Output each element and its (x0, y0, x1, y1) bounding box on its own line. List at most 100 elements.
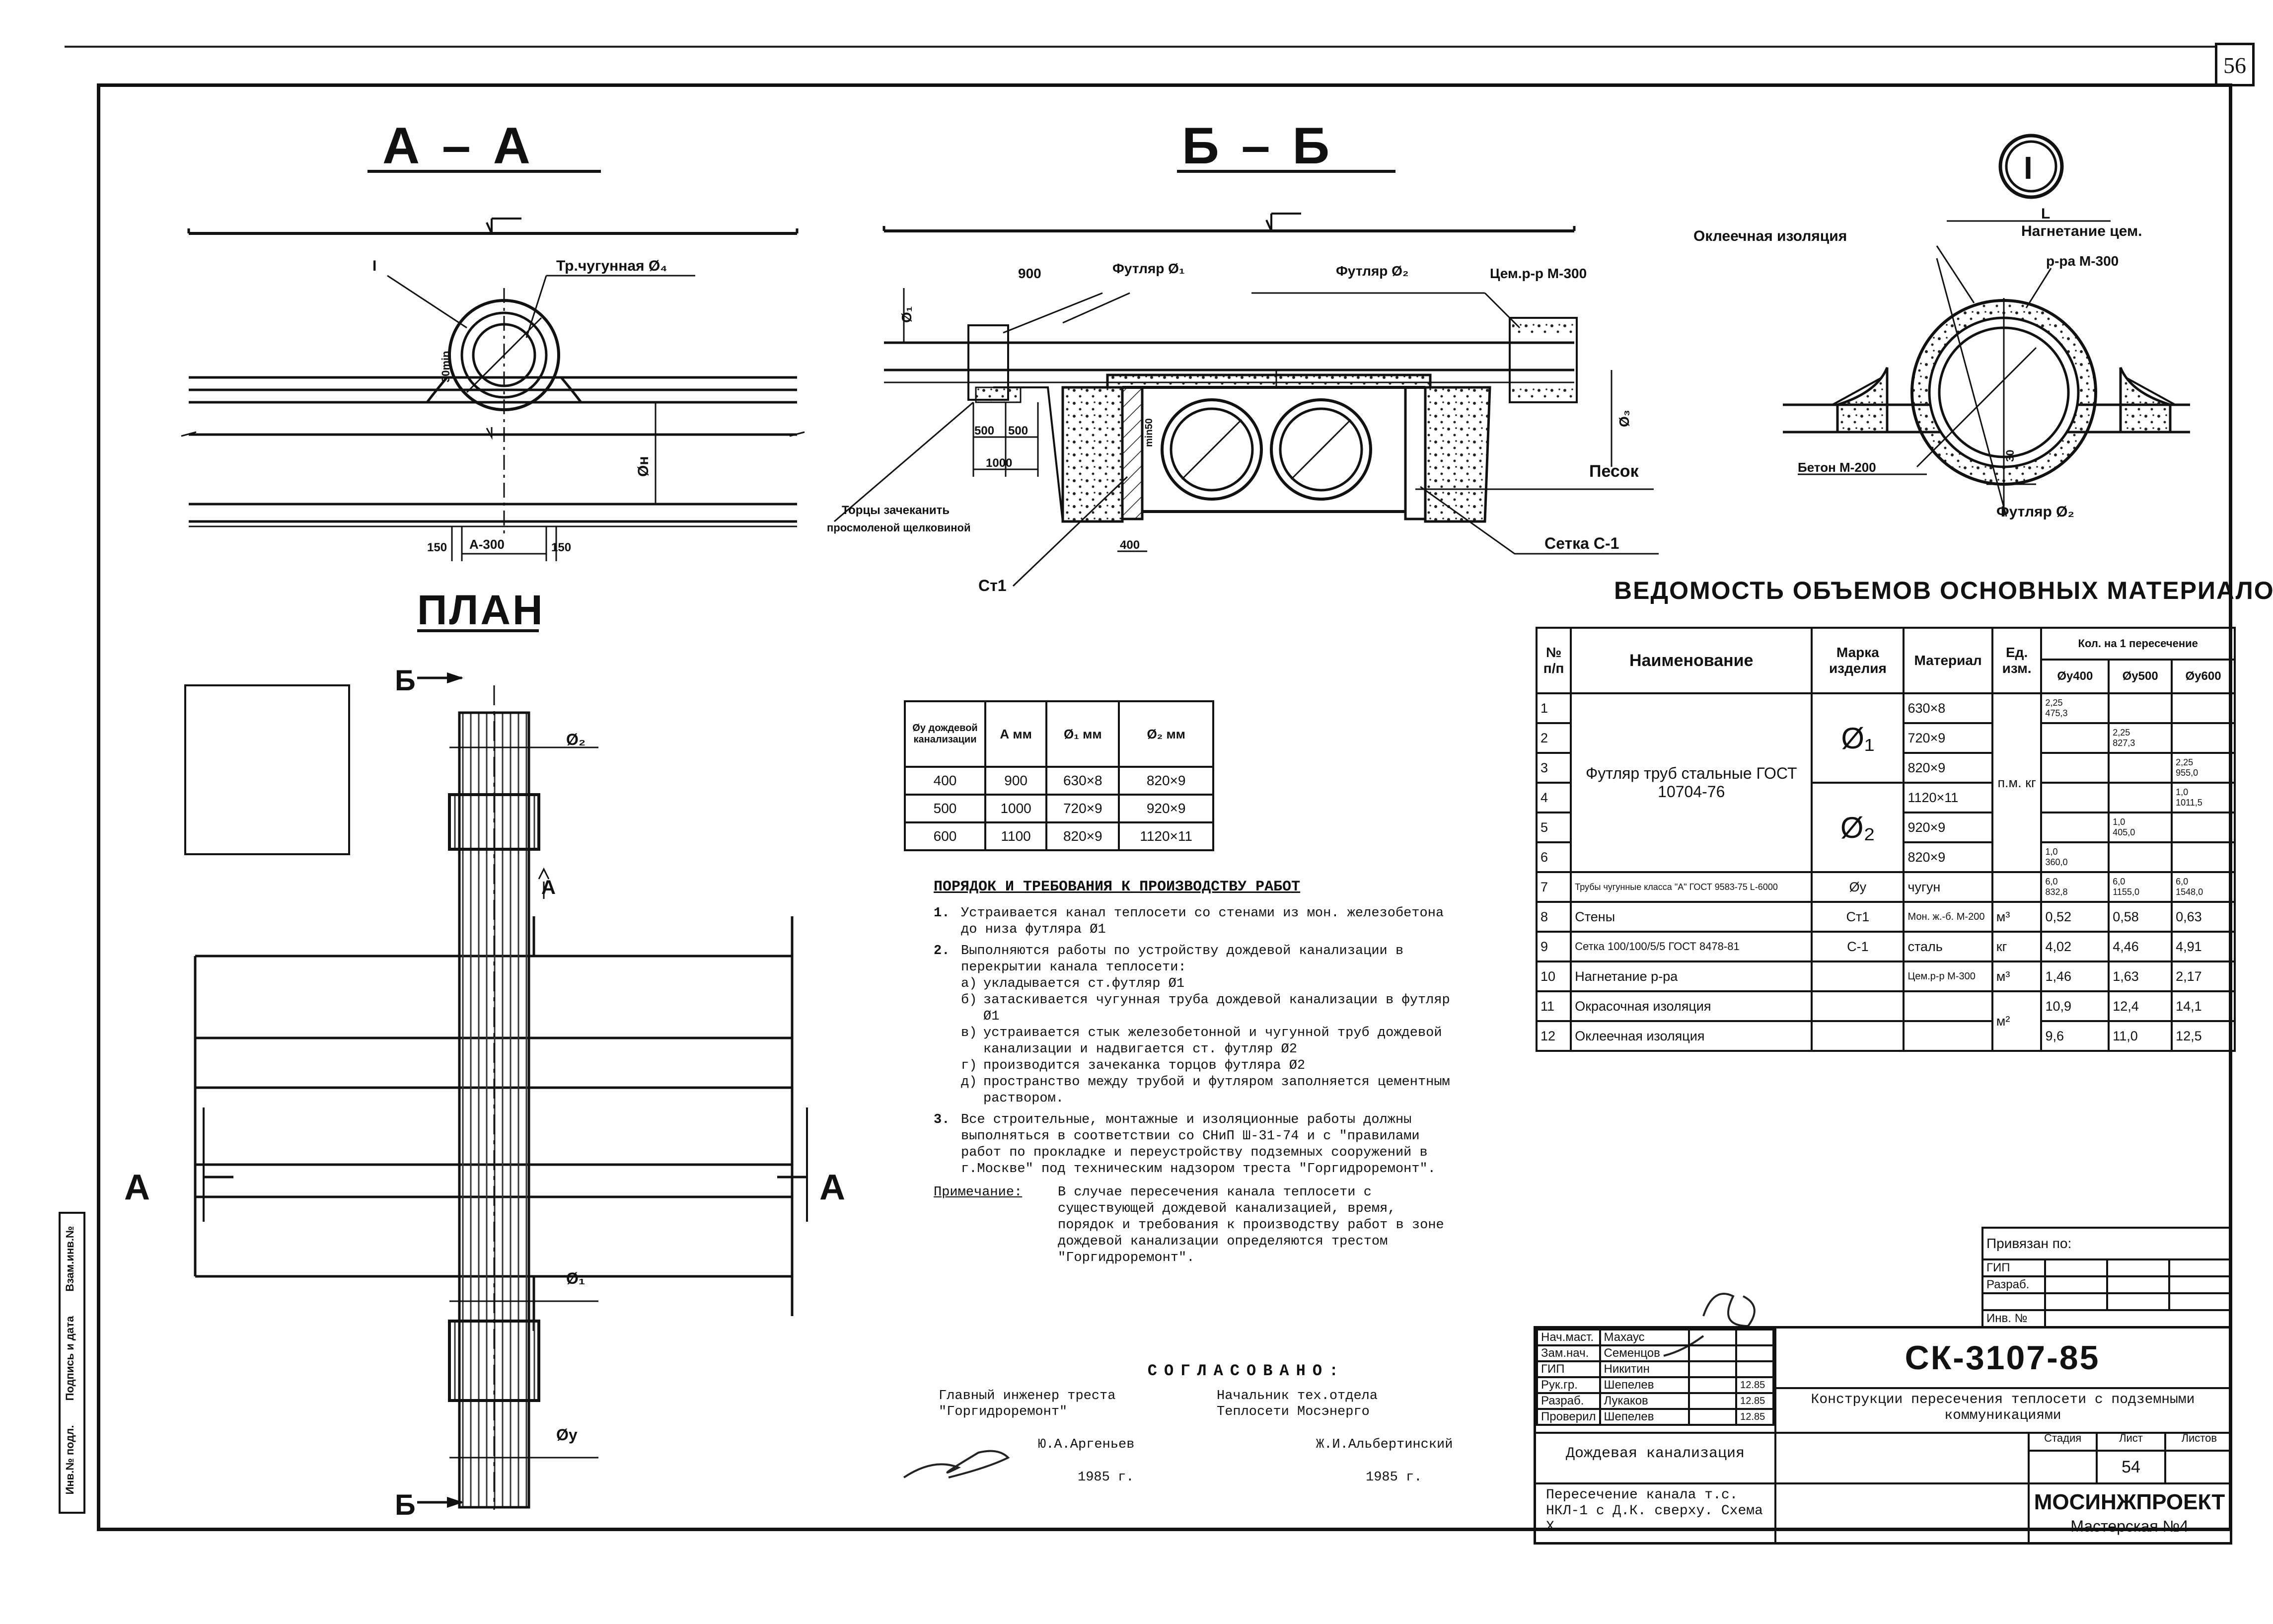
mat-q2: 4,46 (2108, 931, 2173, 962)
name: Шепелев (1599, 1376, 1690, 1394)
table-row: 9 Сетка 100/100/5/5 ГОСТ 8478-81 С-1 ста… (1535, 931, 2236, 962)
sheet-header: Лист (2098, 1432, 2166, 1450)
sub-text: затаскивается чугунная труба дождевой ка… (983, 993, 1450, 1024)
table-row: 4 Ø₂ 1120×11 1,0 1011,5 (1535, 782, 2236, 873)
sub-text: укладывается ст.футляр Ø1 (983, 976, 1185, 991)
table-row: 8 Стены Ст1 Мон. ж.-б. М-200 м³ 0,52 0,5… (1535, 901, 2236, 933)
role: Нач.маст. (1536, 1329, 1601, 1346)
agreed-left-position: Главный инженер треста "Горгидроремонт" (939, 1389, 1116, 1419)
mat-material: 820×9 (1903, 841, 1993, 873)
mat-num: 3 (1535, 752, 1572, 784)
mat-mark-phi2: Ø₂ (1811, 782, 1905, 873)
mat-material: Мон. ж.-б. М-200 (1903, 901, 1993, 933)
table-row: 3 820×9 2,25 955,0 (1535, 752, 2236, 784)
mat-q2: 6,0 1155,0 (2108, 871, 2173, 903)
role: Разраб. (1536, 1392, 1601, 1410)
agreed-block: СОГЛАСОВАНО: Главный инженер треста "Гор… (939, 1363, 1455, 1485)
binding-box: Привязан по: ГИП Разраб. Инв. № (1981, 1227, 2233, 1328)
dim-col-dy: Øу дождевой канализации (904, 700, 986, 768)
cell: 500 (904, 794, 986, 823)
signature-left (903, 1450, 1010, 1478)
mat-name: Оклеечная изоляция (1570, 1020, 1813, 1052)
stage-header: Стадия (2030, 1432, 2098, 1450)
sub-letter: б) (961, 993, 977, 1008)
aa-dim-30: 30min (440, 351, 452, 382)
aa-d150b: 150 (551, 541, 571, 554)
mat-h-mark: Марка изделия (1811, 627, 1905, 694)
plan-b-top: Б (395, 664, 416, 697)
mat-q3: 0,63 (2171, 901, 2236, 933)
mat-num: 12 (1535, 1020, 1572, 1052)
work-order-notes: ПОРЯДОК И ТРЕБОВАНИЯ К ПРОИЗВОДСТВУ РАБО… (934, 879, 1460, 1266)
aa-mark-i: I (372, 258, 376, 274)
drawing-description: Конструкции пересечения теплосети с подз… (1811, 1392, 2195, 1423)
table-row: 1 Футляр труб стальные ГОСТ 10704-76 Ø₁ … (1535, 692, 2236, 873)
binding-title: Привязан по: (1981, 1227, 2232, 1260)
remark-text: В случае пересечения канала теплосети с … (1058, 1185, 1444, 1265)
table-row: 10 Нагнетание р-ра Цем.р-р М-300 м³ 1,46… (1535, 960, 2236, 992)
table-row: 7 Трубы чугунные класса "А" ГОСТ 9583-75… (1535, 871, 2236, 903)
aa-pipe-label: Тр.чугунная Ø₄ (556, 258, 667, 274)
date (1735, 1329, 1774, 1346)
note-item: 3.Все строительные, монтажные и изоляцио… (934, 1112, 1460, 1178)
name: Никитин (1599, 1360, 1690, 1378)
mat-q1 (2040, 812, 2110, 843)
aa-d150a: 150 (427, 541, 447, 554)
mat-q3 (2171, 812, 2236, 843)
note-item: 2.Выполняются работы по устройству дожде… (934, 943, 1460, 976)
mat-q1: 1,46 (2040, 960, 2110, 992)
date: 12.85 (1735, 1408, 1774, 1426)
mat-q1 (2040, 722, 2110, 754)
binding-gip: ГИП (1981, 1258, 2046, 1277)
cell: 400 (904, 766, 986, 796)
materials-table: № п/п Наименование Марка изделия Материа… (1535, 626, 2236, 1052)
mat-q3: 6,0 1548,0 (2171, 871, 2236, 903)
mat-material: чугун (1903, 871, 1993, 903)
mat-num: 5 (1535, 812, 1572, 843)
mat-material: сталь (1903, 931, 1993, 962)
mat-case-name: Футляр труб стальные ГОСТ 10704-76 (1570, 692, 1813, 873)
dim-table-header: Øу дождевой канализации А мм Ø₁ мм Ø₂ мм (904, 700, 1214, 768)
date (1735, 1344, 1774, 1362)
cell: 1120×11 (1118, 821, 1214, 851)
plan-phi1: Ø₁ (566, 1269, 585, 1287)
dimension-table: Øу дождевой канализации А мм Ø₁ мм Ø₂ мм… (904, 700, 1214, 851)
role: Проверил (1536, 1408, 1601, 1426)
note-num: 1. (934, 906, 950, 921)
sheet-page-number: 54 (2098, 1452, 2166, 1482)
sub-text: пространство между трубой и футляром зап… (983, 1075, 1450, 1106)
mat-name: Сетка 100/100/5/5 ГОСТ 8478-81 (1570, 931, 1813, 962)
table-row: 12 Оклеечная изоляция 9,6 11,0 12,5 (1535, 1020, 2236, 1052)
materials-subheader-row: Øу400 Øу500 Øу600 (1537, 659, 2236, 694)
agreed-right-position: Начальник тех.отдела Теплосети Мосэнерго (1217, 1389, 1378, 1419)
detail-i (1783, 134, 2190, 517)
bb-wall: Ст1 (978, 577, 1007, 594)
plan-a-top: А (541, 877, 556, 898)
materials-title: ВЕДОМОСТЬ ОБЪЕМОВ ОСНОВНЫХ МАТЕРИАЛОВ (1614, 577, 2273, 604)
table-row: 600 1100 820×9 1120×11 (904, 821, 1214, 851)
detail-L: L (2041, 206, 2050, 222)
bb-cement: Цем.р-р М-300 (1490, 266, 1587, 281)
mat-q2: 0,58 (2108, 901, 2173, 933)
table-row: 2 720×9 2,25 827,3 (1535, 722, 2236, 754)
table-row: 400 900 630×8 820×9 (904, 766, 1214, 796)
agreed-left-name: Ю.А.Аргеньев (1038, 1437, 1135, 1452)
sub-letter: в) (961, 1026, 977, 1040)
bb-sand: Песок (1589, 462, 1639, 481)
mat-material: Цем.р-р М-300 (1903, 960, 1993, 992)
mat-mark: Ст1 (1811, 901, 1905, 933)
mat-h-num: № п/п (1535, 627, 1572, 694)
mat-mark (1811, 1020, 1905, 1052)
bb-phi3-dim: Ø₃ (1616, 410, 1632, 427)
mat-mark: Øу (1811, 871, 1905, 903)
mat-unit (1991, 871, 2043, 903)
agreed-right-name: Ж.И.Альбертинский (1316, 1437, 1453, 1452)
mat-num: 7 (1535, 871, 1572, 903)
side-stamp: Инв.№ подл. Подпись и дата Взам.инв.№ (59, 1212, 85, 1514)
mat-h-q3: Øу600 (2171, 659, 2236, 694)
mat-h-mat: Материал (1903, 627, 1993, 694)
title-block-divider-h2 (1536, 1432, 2230, 1434)
plan-view (184, 672, 808, 1510)
